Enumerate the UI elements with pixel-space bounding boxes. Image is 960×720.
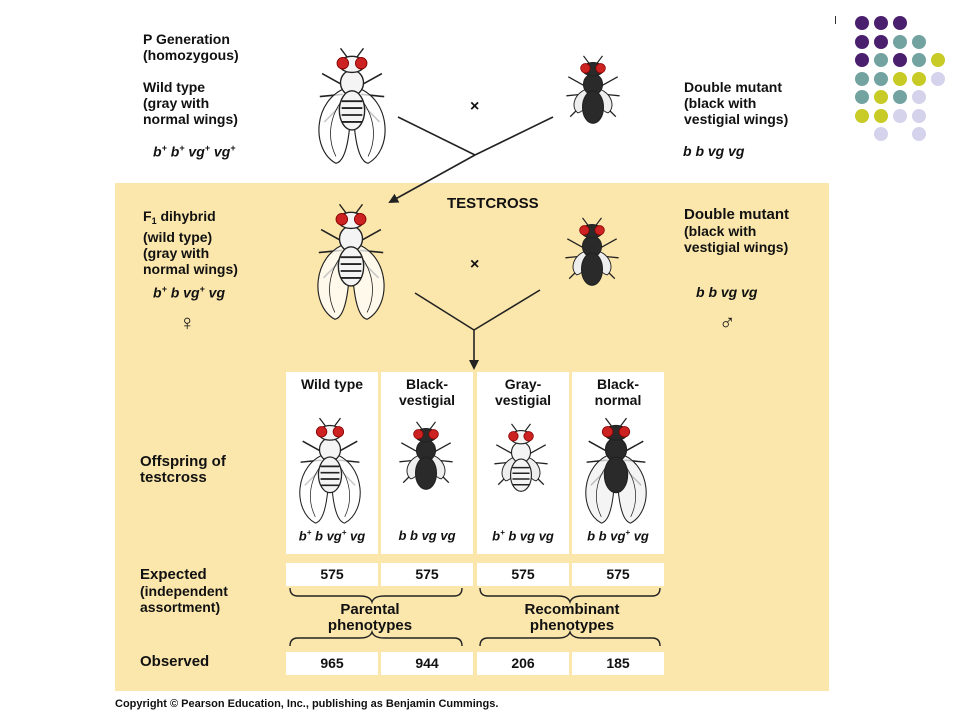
expected-value-black-vestigial: 575 — [381, 563, 473, 586]
offspring-genotype: b b vg+ vg — [587, 528, 649, 544]
decorative-dot — [893, 90, 907, 104]
decorative-dot — [912, 127, 926, 141]
expected-value-wild-type: 575 — [286, 563, 378, 586]
female-symbol: ♀ — [179, 310, 196, 335]
decorative-dot — [893, 108, 907, 123]
fly-offspring-gray-vestigial — [494, 423, 548, 492]
p-double-mutant-genotype: b b vg vg — [683, 143, 745, 159]
fly-f1-dihybrid — [317, 203, 385, 320]
observed-value-gray-vestigial: 206 — [477, 652, 569, 675]
decorative-dot — [912, 53, 926, 67]
decorative-dot — [912, 108, 926, 123]
fly-offspring-black-vestigial — [399, 421, 453, 490]
decorative-dot — [874, 16, 888, 30]
expected-parental-bracket — [289, 587, 463, 605]
fly-testcross-double-mutant — [565, 217, 619, 286]
expected-value-black-normal: 575 — [572, 563, 664, 586]
observed-recombinant-bracket — [479, 629, 661, 647]
decorative-dot — [874, 71, 888, 86]
fly-offspring-wild-type — [299, 417, 361, 524]
decorative-dot — [893, 16, 907, 30]
p-generation-title: P Generation (homozygous) — [143, 31, 239, 63]
decorative-dot — [874, 90, 888, 104]
decorative-dot — [874, 53, 888, 67]
recombinant-phenotypes-label: Recombinant phenotypes — [524, 601, 620, 634]
copyright-notice: Copyright © Pearson Education, Inc., pub… — [115, 698, 499, 710]
p-cross-symbol: × — [470, 98, 480, 115]
decorative-dot — [874, 34, 888, 49]
offspring-title: Black-normal — [594, 376, 642, 408]
testcross-double-mutant-description: Double mutant (black with vestigial wing… — [684, 206, 789, 256]
testcross-line-right — [473, 289, 541, 331]
decorative-dot — [855, 108, 869, 123]
testcross-line-left — [414, 292, 475, 331]
observed-value-black-normal: 185 — [572, 652, 664, 675]
offspring-title: Gray-vestigial — [494, 376, 552, 408]
decorative-dot — [893, 71, 907, 86]
observed-parental-bracket — [289, 629, 463, 647]
p-cross-line-left — [397, 116, 476, 156]
decorative-dot — [931, 71, 945, 86]
decorative-dot — [874, 127, 888, 141]
decorative-dot — [912, 34, 926, 49]
offspring-title: Black-vestigial — [398, 376, 456, 408]
offspring-genotype: b+ b vg vg — [492, 528, 554, 544]
decorative-dot — [912, 71, 926, 86]
testcross-double-mutant-genotype: b b vg vg — [696, 284, 758, 300]
f1-genotype: b+ b vg+ vg — [153, 284, 225, 301]
fly-p-wild-type — [318, 47, 386, 164]
fly-p-double-mutant — [566, 55, 620, 124]
decorative-dot — [855, 71, 869, 86]
corner-tick — [835, 16, 836, 24]
decorative-dot — [893, 34, 907, 49]
decorative-dot — [912, 90, 926, 104]
observed-label: Observed — [140, 653, 210, 670]
expected-recombinant-bracket — [479, 587, 661, 605]
offspring-genotype: b+ b vg+ vg — [298, 528, 366, 544]
p-cross-line-right — [474, 116, 554, 156]
p-wild-type-genotype: b+ b+ vg+ vg+ — [153, 143, 236, 160]
f1-description: F1 dihybrid (wild type) (gray with norma… — [143, 208, 238, 277]
fly-offspring-black-normal — [585, 417, 647, 524]
expected-value-gray-vestigial: 575 — [477, 563, 569, 586]
decorative-dot — [893, 53, 907, 67]
expected-label: Expected (independent assortment) — [140, 566, 228, 616]
p-double-mutant-description: Double mutant (black with vestigial wing… — [684, 79, 789, 127]
testcross-cross-symbol: × — [470, 256, 480, 273]
offspring-genotype: b b vg vg — [398, 528, 456, 543]
offspring-title: Wild type — [300, 376, 364, 392]
male-symbol: ♂ — [719, 310, 736, 335]
offspring-label: Offspring of testcross — [140, 453, 226, 486]
decorative-dot — [855, 16, 869, 30]
decorative-dot — [855, 34, 869, 49]
decorative-dot — [874, 108, 888, 123]
testcross-title: TESTCROSS — [447, 195, 539, 212]
parental-phenotypes-label: Parental phenotypes — [327, 601, 413, 634]
p-to-f1-arrow — [388, 154, 476, 203]
observed-value-black-vestigial: 944 — [381, 652, 473, 675]
decorative-dot — [855, 90, 869, 104]
p-wild-type-description: Wild type (gray with normal wings) — [143, 79, 238, 127]
decorative-dot — [855, 53, 869, 67]
observed-value-wild-type: 965 — [286, 652, 378, 675]
decorative-dot — [931, 53, 945, 67]
